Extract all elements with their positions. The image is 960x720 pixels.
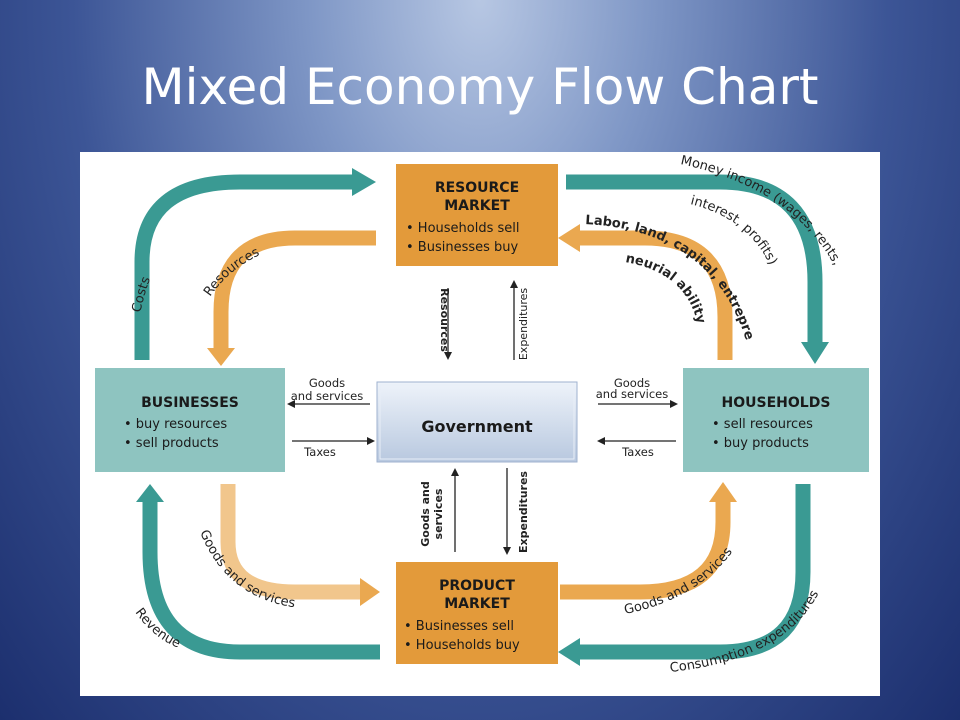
gov-resources-label: Resources bbox=[438, 288, 451, 352]
businesses-item-2: • sell products bbox=[124, 436, 219, 451]
gov-goods-bottom-label-1: Goods and bbox=[419, 481, 432, 547]
money-income-arrow bbox=[566, 174, 829, 364]
goods-services-left-label: Goods and services bbox=[196, 528, 296, 612]
gov-expenditures-bottom-label: Expenditures bbox=[517, 471, 530, 553]
households-item-1: • sell resources bbox=[712, 417, 813, 432]
businesses-title: BUSINESSES bbox=[141, 395, 239, 411]
goods-services-left-arrow bbox=[220, 484, 380, 606]
gov-goods-right-label-2: and services bbox=[596, 387, 668, 401]
resources-label: Resources bbox=[201, 245, 262, 300]
flow-diagram: RESOURCE MARKET • Households sell • Busi… bbox=[80, 152, 880, 696]
gov-expenditures-top-label: Expenditures bbox=[517, 288, 530, 361]
slide-title: Mixed Economy Flow Chart bbox=[141, 58, 819, 116]
gov-taxes-right-label: Taxes bbox=[621, 445, 654, 459]
flow-diagram-svg: RESOURCE MARKET • Households sell • Busi… bbox=[80, 152, 869, 676]
government-box: Government bbox=[376, 381, 578, 463]
consumption-arrow bbox=[558, 484, 811, 666]
gov-taxes-left-arrow bbox=[292, 437, 375, 445]
gov-goods-bottom-arrow bbox=[451, 468, 459, 552]
gov-goods-bottom-label-2: services bbox=[432, 488, 445, 539]
revenue-arrow bbox=[136, 484, 380, 660]
households-title: HOUSEHOLDS bbox=[722, 395, 831, 411]
households-box: HOUSEHOLDS • sell resources • buy produc… bbox=[683, 368, 869, 472]
gov-goods-left-label-2: and services bbox=[291, 389, 363, 403]
households-item-2: • buy products bbox=[712, 436, 809, 451]
gov-goods-right-arrow bbox=[598, 400, 678, 408]
gov-expenditures-top-arrow bbox=[510, 280, 518, 360]
government-title: Government bbox=[421, 417, 533, 436]
product-market-title-1: PRODUCT bbox=[439, 578, 515, 594]
gov-goods-left-label-1: Goods bbox=[309, 376, 345, 390]
gov-goods-right-label-1: Goods bbox=[614, 376, 650, 390]
businesses-box: BUSINESSES • buy resources • sell produc… bbox=[95, 368, 285, 472]
product-market-item-2: • Households buy bbox=[404, 638, 520, 653]
gov-resources-arrow bbox=[444, 288, 452, 360]
costs-label-path: Costs bbox=[130, 275, 154, 314]
resource-market-title-2: MARKET bbox=[444, 198, 510, 214]
labor-arrow bbox=[558, 224, 733, 360]
resource-market-box: RESOURCE MARKET • Households sell • Busi… bbox=[396, 164, 558, 266]
gov-taxes-right-arrow bbox=[597, 437, 676, 445]
product-market-title-2: MARKET bbox=[444, 596, 510, 612]
resources-label-path: Resources bbox=[201, 245, 262, 300]
product-market-box: PRODUCT MARKET • Businesses sell • House… bbox=[396, 562, 558, 664]
businesses-item-1: • buy resources bbox=[124, 417, 227, 432]
resource-market-title-1: RESOURCE bbox=[435, 180, 519, 196]
resources-arrow bbox=[207, 230, 376, 366]
costs-label: Costs bbox=[130, 275, 154, 314]
goods-services-right-arrow bbox=[560, 482, 737, 600]
gov-goods-left-arrow bbox=[287, 400, 370, 408]
product-market-item-1: • Businesses sell bbox=[404, 619, 514, 634]
costs-arrow bbox=[134, 168, 376, 360]
gov-taxes-left-label: Taxes bbox=[303, 445, 336, 459]
goods-services-left-path: Goods and services bbox=[196, 528, 296, 612]
resource-market-item-1: • Households sell bbox=[406, 221, 520, 236]
resource-market-item-2: • Businesses buy bbox=[406, 240, 519, 255]
gov-expenditures-bottom-arrow bbox=[503, 468, 511, 555]
